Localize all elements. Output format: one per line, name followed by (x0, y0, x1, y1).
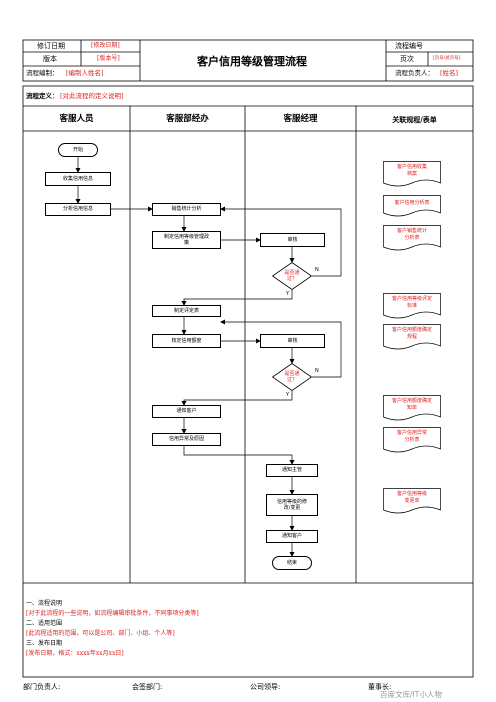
pass-decision-2: 是否通过？ (271, 363, 313, 391)
definition-colon: ： (52, 92, 59, 100)
doc-credit-collection-file: 客户信用收集档案 (383, 161, 441, 187)
owner-label: 流程负责人： (395, 69, 434, 77)
notify-customer-step-2: 通知客户 (266, 530, 318, 543)
lane-header-service-manager: 客服经理 (283, 114, 318, 124)
process-no-label: 流程编号 (395, 42, 423, 50)
page-title: 客户信用等级管理流程 (197, 55, 307, 68)
sales-statistics-step: 销售统计分析 (152, 203, 221, 216)
start-terminal: 开始 (58, 143, 98, 157)
version-label: 版本 (43, 55, 57, 63)
lane-header-service-staff: 客服人员 (59, 114, 94, 124)
doc-credit-analysis-form: 客户信用分析表 (383, 195, 441, 217)
credit-limit-step: 核定信用额度 (152, 334, 221, 348)
notify-supervisor-step: 通知主管 (266, 464, 318, 477)
credit-exception-step: 信用异常及原因 (152, 433, 221, 446)
footer-dept-head: 部门负责人: (23, 683, 61, 691)
note-process-desc-body: [对于此流程的一些说明，如流程编辑审批条件，不同事项分类等] (26, 610, 199, 617)
footer-company-lead: 公司领导: (250, 683, 281, 691)
end-terminal: 结束 (272, 556, 312, 570)
doc-credit-level-standard: 客户信用等级评定标准 (383, 293, 441, 319)
version-value: [版本号] (97, 55, 120, 62)
modify-credit-level-step: 信用等级的修改/变更 (266, 494, 318, 516)
note-release-title: 三、发布日期 (26, 640, 63, 647)
note-process-desc-title: 一、流程说明 (26, 600, 63, 607)
note-scope-title: 二、适用范围 (26, 620, 63, 627)
no-label-2: N (315, 368, 319, 374)
definition-label: 流程定义 (26, 92, 52, 100)
footer-chairman: 董事长: (368, 683, 392, 691)
yes-label-1: Y (286, 291, 290, 297)
doc-credit-limit-procedure: 客户信用额度确定规程 (383, 324, 441, 350)
watermark-text: 百度文库/IT小人物 (380, 690, 442, 699)
author-value: [编制人姓名] (66, 69, 104, 77)
doc-credit-exception-form: 客户信用异常分析表 (383, 427, 441, 453)
pass-decision-1: 是否通过？ (271, 262, 313, 290)
analyze-credit-info-step: 分析信用信息 (45, 203, 111, 216)
doc-credit-limit-notice: 客户信用额度确定知单 (383, 395, 441, 421)
revision-date-value: [修改日期] (91, 42, 120, 49)
yes-label-2: Y (286, 392, 290, 398)
lane-header-service-agent: 客服部经办 (166, 114, 209, 124)
review-step-2: 审核 (260, 334, 325, 348)
note-scope-body: [此流程适用的范围，可以是公司、部门、小组、个人等] (26, 630, 175, 637)
page-label: 页次 (400, 55, 414, 63)
no-label-1: N (315, 267, 319, 273)
note-release-body: [发布日期，格式：xxxx年xx月xx日] (26, 650, 124, 657)
eval-table-step: 制定评定表 (152, 305, 221, 317)
owner-value: [姓名] (440, 69, 459, 77)
review-step-1: 审核 (260, 233, 325, 247)
revision-date-label: 修订日期 (37, 42, 65, 50)
credit-policy-step: 制定信用等级管理政策 (152, 231, 221, 249)
collect-credit-info-step: 收集信用信息 (45, 172, 111, 186)
definition-value: [对此流程的定义说明] (60, 92, 124, 100)
page-value: [页号/总页号] (433, 56, 461, 61)
author-label: 流程编制： (26, 69, 59, 77)
doc-sales-stat-form: 客户销售统计分析表 (383, 225, 441, 251)
footer-cosign: 会签部门: (132, 683, 163, 691)
notify-customer-step: 通知客户 (152, 405, 221, 418)
doc-credit-level-change: 客户信用等级变更单 (383, 488, 441, 514)
lane-header-related-forms: 关联规程/表单 (392, 115, 437, 124)
